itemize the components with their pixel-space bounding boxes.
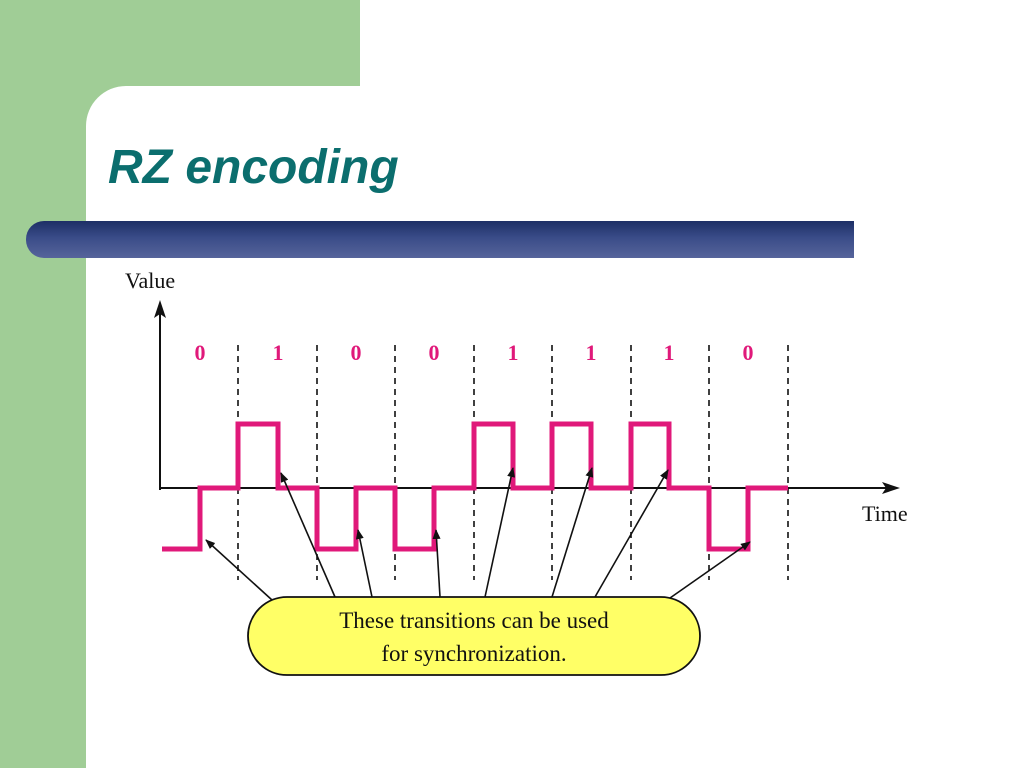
- bit-label: 1: [664, 340, 675, 365]
- pointer-arrow: [432, 529, 441, 598]
- callout-text-line1: These transitions can be used: [339, 608, 609, 633]
- bit-label: 1: [586, 340, 597, 365]
- rz-signal: [162, 421, 788, 552]
- top-white-area: [360, 0, 1024, 90]
- callout-bubble: [247, 596, 701, 676]
- pointer-arrow: [594, 469, 669, 598]
- transition-pointers: [205, 467, 751, 601]
- bit-label: 0: [743, 340, 754, 365]
- bit-label: 1: [508, 340, 519, 365]
- pointer-arrow: [551, 467, 594, 598]
- callout-text-line2: for synchronization.: [381, 641, 566, 666]
- pointer-arrow: [280, 472, 336, 598]
- bit-label: 0: [195, 340, 206, 365]
- bit-labels: 0 1 0 0 1 1 1 0: [195, 340, 754, 365]
- pointer-arrow: [355, 529, 373, 598]
- bit-label: 1: [273, 340, 284, 365]
- title-underline-bar: [26, 221, 854, 258]
- pointer-arrow: [205, 539, 273, 601]
- pointer-arrow: [484, 467, 515, 598]
- bit-label: 0: [351, 340, 362, 365]
- pointer-arrow: [669, 541, 751, 599]
- y-axis-label: Value: [125, 268, 175, 293]
- bit-label: 0: [429, 340, 440, 365]
- left-green-band: [0, 0, 88, 768]
- top-green-band: [0, 0, 360, 86]
- x-axis-label: Time: [862, 501, 908, 526]
- x-axis-arrowhead: [882, 482, 900, 494]
- y-axis-arrowhead: [154, 300, 166, 318]
- slide-title: RZ encoding: [108, 141, 399, 194]
